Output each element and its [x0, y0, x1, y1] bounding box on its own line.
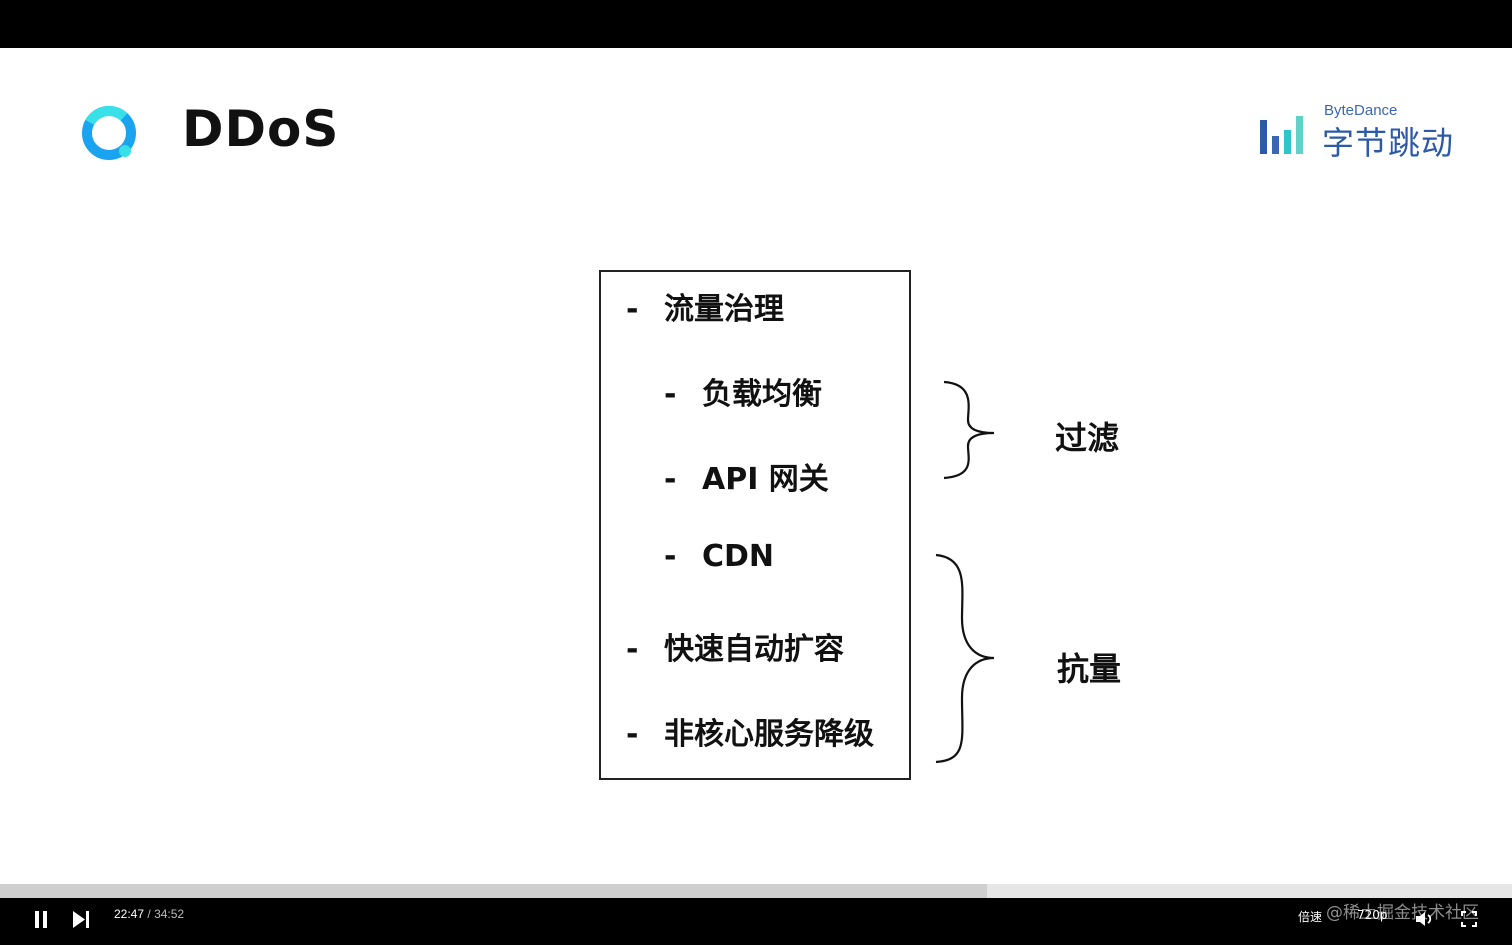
list-dash: -	[664, 462, 677, 497]
bytedance-bars-icon	[1260, 116, 1303, 154]
list-item: -流量治理	[626, 284, 784, 328]
filter-brace	[943, 380, 995, 480]
list-item: -快速自动扩容	[626, 624, 844, 668]
grouping-braces	[935, 380, 995, 764]
capacity-brace	[935, 553, 995, 764]
fullscreen-icon	[1461, 911, 1477, 927]
list-item-label: 流量治理	[664, 292, 784, 327]
list-item: -API 网关	[664, 454, 829, 498]
ddos-diagram: -流量治理 -负载均衡 -API 网关 -CDN -快速自动扩容 -非核心服务降…	[0, 48, 1512, 884]
list-dash: -	[626, 632, 639, 667]
pause-icon	[35, 911, 47, 928]
list-item: -CDN	[664, 539, 774, 574]
video-frame-slide: DDoS ByteDance 字节跳动 -流量治理 -负载均衡 -API 网关 …	[0, 48, 1512, 884]
progress-played	[0, 884, 988, 898]
list-item: -负载均衡	[664, 369, 822, 413]
mitigation-list-box	[599, 270, 911, 780]
slide-logo-icon	[82, 106, 136, 160]
list-dash: -	[626, 717, 639, 752]
list-item-label: 非核心服务降级	[664, 717, 874, 752]
volume-button[interactable]	[1410, 904, 1440, 934]
list-item: -非核心服务降级	[626, 709, 874, 753]
site-watermark: @稀土掘金技术社区	[1326, 903, 1479, 923]
list-item-label: 快速自动扩容	[664, 632, 844, 667]
player-controls: 22:47 / 34:52 倍速 720p	[0, 898, 1512, 945]
list-dash: -	[664, 377, 677, 412]
progress-bar[interactable]	[0, 884, 1512, 898]
next-icon	[73, 911, 89, 928]
list-dash: -	[626, 292, 639, 327]
volume-icon	[1416, 912, 1432, 926]
pause-button[interactable]	[26, 904, 56, 934]
playback-speed-button[interactable]: 倍速	[1298, 910, 1323, 924]
list-dash: -	[664, 539, 677, 574]
list-item-label: 负载均衡	[702, 377, 822, 412]
next-button[interactable]	[66, 904, 96, 934]
list-item-label: CDN	[702, 539, 775, 574]
slide-title: DDoS	[182, 100, 340, 158]
time-display: 22:47 / 34:52	[114, 907, 184, 921]
current-time: 22:47	[114, 907, 145, 921]
filter-group-label: 过滤	[1055, 419, 1120, 457]
top-letterbox	[0, 0, 1512, 48]
brand-name-cn: 字节跳动	[1322, 124, 1455, 162]
capacity-group-label: 抗量	[1057, 650, 1122, 688]
total-time: 34:52	[154, 907, 185, 921]
quality-button[interactable]: 720p	[1357, 908, 1388, 922]
bytedance-logo: ByteDance 字节跳动	[1258, 100, 1468, 162]
time-separator: /	[147, 907, 151, 921]
fullscreen-button[interactable]	[1454, 904, 1484, 934]
list-item-label: API 网关	[702, 462, 829, 497]
brand-name-en: ByteDance	[1324, 102, 1398, 119]
